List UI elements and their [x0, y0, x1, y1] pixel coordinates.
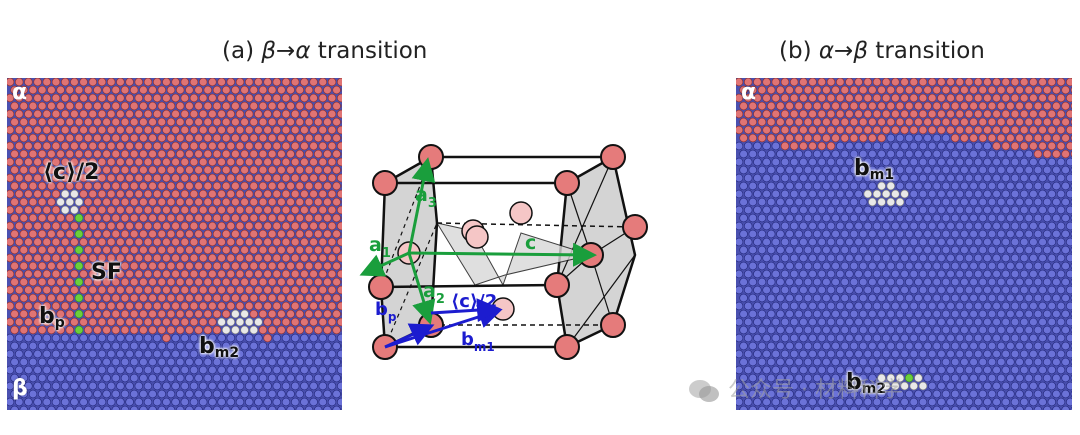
beta-phase-label: β	[12, 376, 28, 401]
c-label: c	[525, 232, 536, 254]
panel-a-title: (a) β→α transition	[222, 38, 427, 64]
c-half-dislocation-label: ⟨c⟩/2	[43, 160, 100, 185]
a1-vector	[359, 251, 410, 277]
bp-label: bp	[39, 304, 65, 331]
title-suffix: transition	[310, 38, 428, 64]
alpha-phase-label: α	[741, 80, 757, 105]
stacking-fault-label: SF	[91, 260, 122, 285]
panel-b-title: (b) α→β transition	[779, 38, 985, 64]
c-half-vector-label: ⟨c⟩/2	[451, 291, 497, 312]
bm2-label: bm2	[199, 334, 240, 361]
title-prefix: (b)	[779, 38, 819, 64]
title-from-phase: α	[818, 38, 835, 64]
alpha-phase-label: α	[12, 80, 28, 105]
bm1-label: bm1	[854, 156, 895, 183]
title-to-phase: β	[853, 38, 868, 64]
title-prefix: (a)	[222, 38, 262, 64]
c-half-vector	[430, 298, 501, 323]
watermark-text: 公众号 · 材料科学	[728, 378, 903, 403]
a2-label: a2	[423, 280, 445, 307]
a3-vector	[407, 157, 436, 254]
title-arrow: →	[276, 38, 296, 64]
bm2-label: bm2	[846, 370, 887, 397]
panel-b-simulation: α bm1 bm2	[736, 78, 1072, 410]
a3-label: a3	[415, 184, 437, 211]
title-arrow: →	[834, 38, 854, 64]
watermark: 公众号 · 材料科学	[688, 372, 903, 404]
bm1-vector-label: bm1	[461, 329, 495, 354]
bp-vector-label: bp	[375, 299, 397, 324]
c-vector	[408, 242, 597, 267]
title-suffix: transition	[868, 38, 985, 64]
hcp-crystal-schematic: a3 c a1 a2 ⟨c⟩/2 bp bm1	[359, 144, 648, 360]
a1-label: a1	[369, 234, 391, 261]
wechat-icon	[689, 380, 719, 402]
atom-lattice-a	[7, 78, 342, 410]
panel-a-simulation: α β ⟨c⟩/2 SF bp bm2	[7, 78, 342, 410]
atom-lattice-b	[736, 78, 1072, 410]
a2-vector	[407, 252, 436, 325]
title-from-phase: β	[261, 38, 277, 64]
title-to-phase: α	[295, 38, 311, 64]
